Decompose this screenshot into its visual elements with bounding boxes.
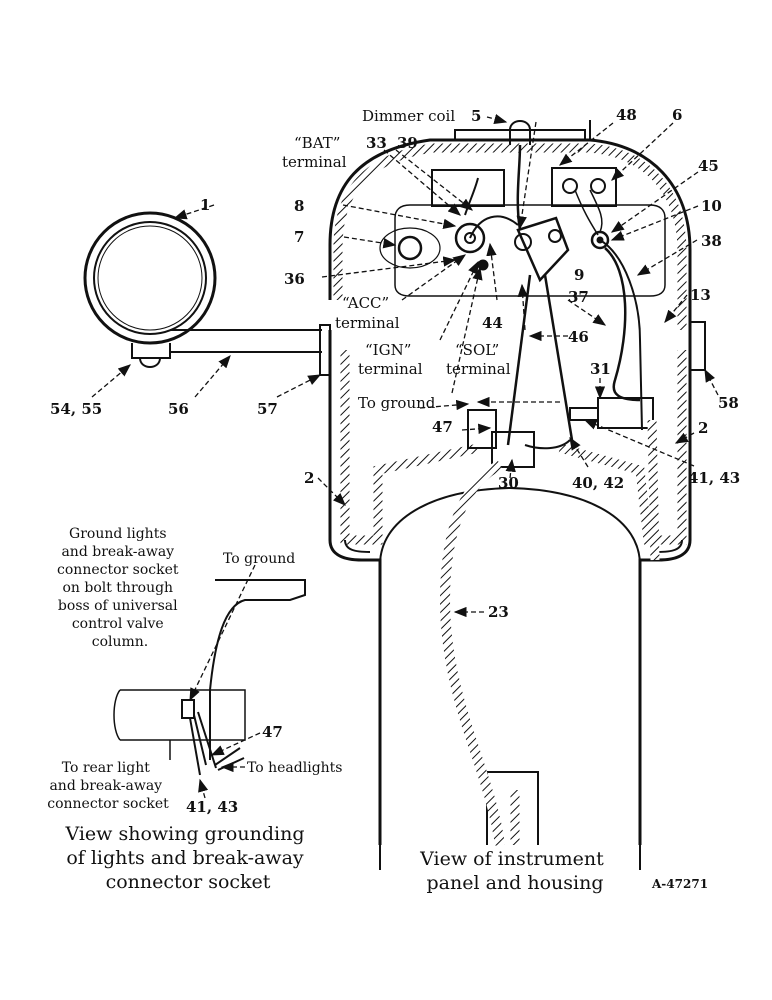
callout-numbers: 1 2 2 5 6 7 8 9 10 13 23 30 31 33 36 37 …	[50, 106, 740, 816]
sol-terminal-label: “SOL”	[455, 341, 499, 359]
callout-57: 57	[257, 400, 278, 418]
inset-to-ground: To ground	[223, 551, 295, 567]
dimmer-coil-label: Dimmer coil	[362, 107, 455, 125]
inset-labels: Ground lights and break-away connector s…	[47, 526, 342, 812]
callout-58: 58	[718, 394, 739, 412]
callout-56: 56	[168, 400, 189, 418]
callout-2-right: 2	[698, 419, 708, 437]
acc-terminal-label-2: terminal	[335, 314, 400, 332]
callout-40-42: 40, 42	[572, 474, 624, 492]
caption-grounding-view: View showing grounding of lights and bre…	[64, 823, 310, 893]
callout-10: 10	[701, 197, 722, 215]
callout-6: 6	[672, 106, 682, 124]
callout-1: 1	[200, 196, 210, 214]
callout-36: 36	[284, 270, 305, 288]
callout-31: 31	[590, 360, 611, 378]
headlight-assembly	[83, 211, 322, 368]
callout-45: 45	[698, 157, 719, 175]
wire-harness	[439, 144, 660, 846]
callout-44: 44	[482, 314, 503, 332]
callout-39: 39	[397, 134, 418, 152]
callout-47-main: 47	[432, 418, 453, 436]
instrument-housing	[319, 120, 706, 870]
callout-13: 13	[690, 286, 711, 304]
callout-41-43-main: 41, 43	[688, 469, 740, 487]
bat-terminal-label-2: terminal	[282, 153, 347, 171]
callout-7: 7	[294, 228, 304, 246]
callout-38: 38	[701, 232, 722, 250]
ign-terminal-label-2: terminal	[358, 360, 423, 378]
acc-terminal-label: “ACC”	[342, 294, 389, 312]
callout-5: 5	[471, 107, 481, 125]
callout-48: 48	[616, 106, 637, 124]
terminal-labels: Dimmer coil “BAT” terminal “ACC” termina…	[282, 107, 511, 412]
sol-terminal-label-2: terminal	[446, 360, 511, 378]
captions: View showing grounding of lights and bre…	[64, 823, 708, 894]
inset-to-headlights: To headlights	[247, 760, 342, 776]
inset-grounding-view	[113, 579, 306, 776]
callout-23: 23	[488, 603, 509, 621]
callout-9: 9	[574, 266, 584, 284]
to-ground-label: To ground	[358, 394, 436, 412]
callout-54-55: 54, 55	[50, 400, 102, 418]
callout-46: 46	[568, 328, 589, 346]
callout-2-left: 2	[304, 469, 314, 487]
callout-37: 37	[568, 288, 589, 306]
callout-8: 8	[294, 197, 304, 215]
bat-terminal-label: “BAT”	[294, 134, 340, 152]
leader-lines	[91, 113, 719, 799]
callout-33: 33	[366, 134, 387, 152]
figure-id: A-47271	[651, 877, 708, 891]
callout-47-inset: 47	[262, 723, 283, 741]
callout-30: 30	[498, 474, 519, 492]
caption-instrument-panel: View of instrument panel and housing	[419, 848, 610, 894]
inset-rear-light: To rear light and break-away connector s…	[47, 760, 169, 812]
inset-note: Ground lights and break-away connector s…	[57, 526, 183, 650]
callout-41-43-inset: 41, 43	[186, 798, 238, 816]
ign-terminal-label: “IGN”	[365, 341, 411, 359]
